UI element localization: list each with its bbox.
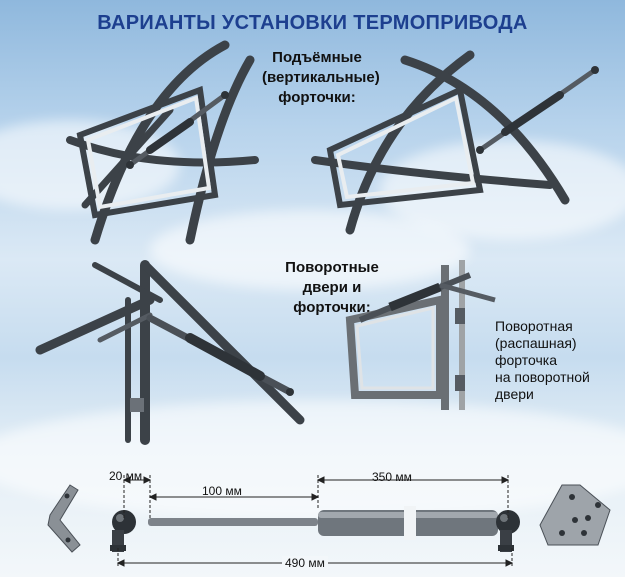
heading-line: Подъёмные — [272, 49, 362, 66]
cloud — [150, 210, 470, 290]
dimension-label: 20 мм — [109, 469, 143, 483]
vertical-vents-heading: Подъёмные (вертикальные) форточки: — [262, 48, 380, 108]
caption-line: Поворотная — [495, 318, 573, 334]
swing-vent-illustration — [345, 260, 496, 410]
dimension-label: 100 мм — [202, 484, 242, 498]
heading-line: (вертикальные) — [262, 69, 380, 86]
dimension-label: 350 мм — [372, 470, 412, 484]
mounting-bracket-left — [47, 484, 81, 553]
caption-line: двери — [495, 386, 534, 402]
heading-line: двери и форточки: — [293, 279, 371, 316]
caption-line: форточка — [495, 352, 558, 368]
caption-line: (распашная) — [495, 335, 577, 351]
dimension-label: 490 мм — [282, 556, 328, 570]
heading-line: форточки: — [278, 89, 356, 106]
vertical-vent-illustration-right — [311, 50, 599, 235]
mounting-bracket-right — [539, 484, 611, 546]
gas-spring-actuator — [110, 506, 520, 552]
page-title: ВАРИАНТЫ УСТАНОВКИ ТЕРМОПРИВОДА — [97, 12, 528, 34]
rotary-vent-caption: Поворотная (распашная) форточка на повор… — [495, 318, 620, 403]
dimension-lines — [116, 475, 514, 568]
rotary-doors-heading: Поворотные двери и форточки: — [262, 258, 402, 318]
caption-line: на поворотной — [495, 369, 590, 385]
rotary-door-illustration — [35, 260, 305, 445]
vertical-vent-illustration-left — [66, 40, 259, 245]
heading-line: Поворотные — [285, 259, 379, 276]
